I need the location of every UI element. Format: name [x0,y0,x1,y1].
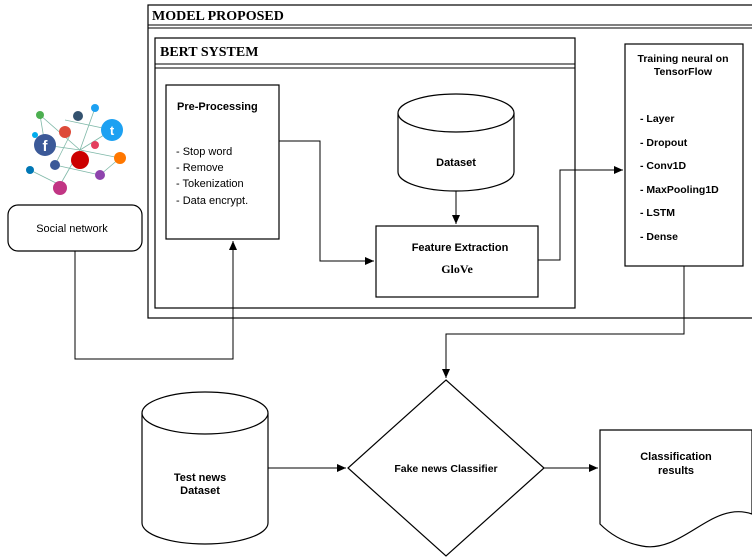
classifier-label: Fake news Classifier [394,463,497,475]
glove-label: GloVe [441,262,473,276]
test-news-cylinder: Test news Dataset [141,391,269,545]
training-item: - MaxPooling1D [640,184,719,196]
training-item: - Dropout [640,137,688,149]
preprocessing-item: - Remove [176,162,224,174]
arrow-social-to-preprocessing [74,241,237,360]
classification-results-line1: Classification [640,451,712,463]
preprocessing-item: - Stop word [176,146,232,158]
classifier-diamond: Fake news Classifier [347,379,545,557]
arrow-preprocessing-to-feature [279,140,374,265]
social-network-cluster-icon: t f [26,104,126,195]
training-item: - LSTM [640,207,675,219]
training-item: - Dense [640,231,678,243]
social-network-label: Social network [36,223,108,235]
training-item: - Layer [640,113,674,125]
test-news-line1: Test news [174,472,226,484]
test-news-line2: Dataset [180,485,220,497]
training-title-line2: TensorFlow [654,66,713,78]
arrow-training-to-classifier [442,266,685,378]
dataset-label: Dataset [436,157,476,169]
feature-extraction-title: Feature Extraction [412,242,509,254]
bert-system-title: BERT SYSTEM [160,45,258,60]
svg-text:t: t [110,123,115,138]
preprocessing-item: - Data encrypt. [176,195,248,207]
preprocessing-box: Pre-Processing - Stop word - Remove - To… [165,84,280,240]
social-network-box: Social network [7,204,143,252]
training-box: Training neural on TensorFlow - Layer - … [624,43,744,267]
dataset-cylinder: Dataset [397,93,515,192]
classification-results-line2: results [658,465,694,477]
training-title-line1: Training neural on [637,53,728,65]
model-proposed-title: MODEL PROPOSED [152,9,284,24]
feature-extraction-box: Feature Extraction GloVe [375,225,539,298]
connectors [74,140,685,472]
training-item: - Conv1D [640,160,687,172]
arrow-feature-to-training [538,166,623,261]
svg-text:f: f [43,138,49,155]
classification-results-document: Classification results [599,429,752,548]
preprocessing-title: Pre-Processing [177,101,258,113]
preprocessing-item: - Tokenization [176,178,244,190]
